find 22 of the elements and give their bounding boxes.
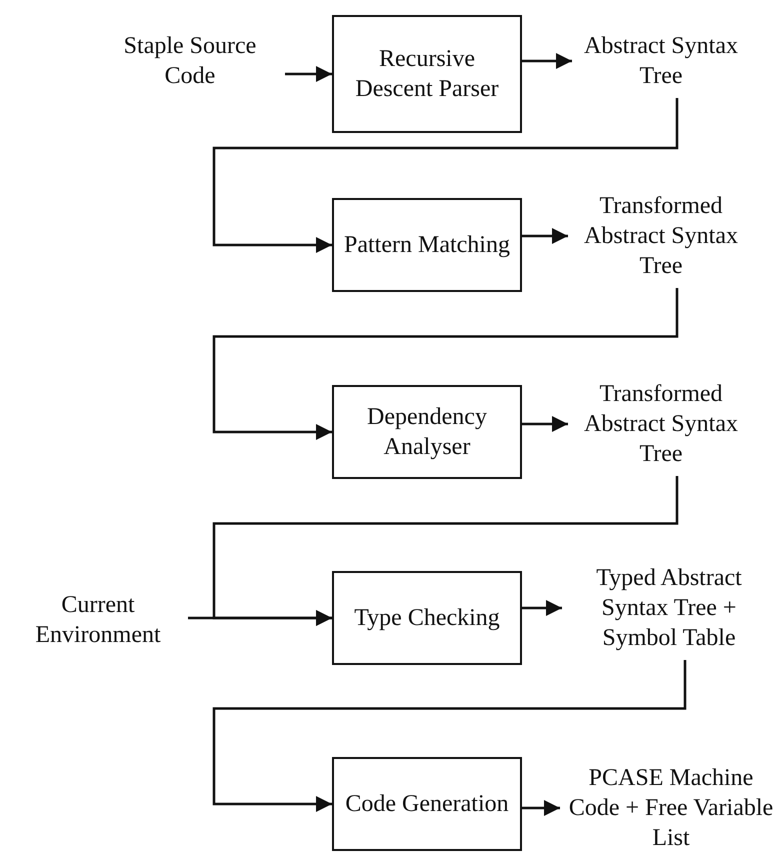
- data-label: Current Environment: [8, 587, 188, 653]
- arrow: [522, 53, 572, 69]
- arrow: [522, 600, 562, 616]
- arrow: [522, 228, 568, 244]
- arrow: [522, 800, 560, 816]
- data-label: PCASE Machine Code + Free Variable List: [560, 760, 782, 856]
- process-box: Pattern Matching: [332, 198, 522, 292]
- data-label: Transformed Abstract Syntax Tree: [568, 376, 754, 472]
- arrow: [212, 98, 678, 253]
- arrow: [522, 416, 568, 432]
- data-label: Typed Abstract Syntax Tree + Symbol Table: [562, 560, 776, 656]
- process-box: Recursive Descent Parser: [332, 15, 522, 133]
- process-box: Code Generation: [332, 757, 522, 851]
- data-label: Abstract Syntax Tree: [572, 28, 750, 94]
- arrow: [212, 660, 686, 812]
- arrow: [188, 610, 332, 626]
- data-label: Staple Source Code: [95, 28, 285, 94]
- arrow: [212, 288, 678, 440]
- data-label: Transformed Abstract Syntax Tree: [568, 188, 754, 284]
- arrow: [285, 66, 332, 82]
- process-box: Dependency Analyser: [332, 385, 522, 479]
- process-box: Type Checking: [332, 571, 522, 665]
